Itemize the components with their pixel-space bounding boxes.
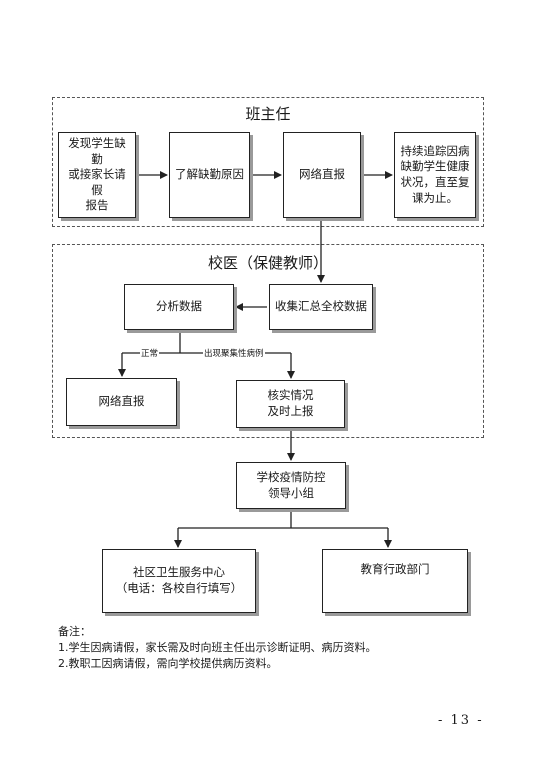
note-item-1: 1.学生因病请假，家长需及时向班主任出示诊断证明、病历资料。	[58, 641, 377, 654]
edge-label-cluster: 出现聚集性病例	[203, 347, 265, 359]
community-center-box: 社区卫生服务中心 （电话：各校自行填写）	[102, 549, 256, 613]
analyze-data-box: 分析数据	[124, 284, 234, 330]
notes-heading: 备注：	[58, 625, 91, 638]
online-report-box-1: 网络直报	[283, 132, 361, 218]
track-health-box: 持续追踪因病 缺勤学生健康 状况，直至复 课为止。	[394, 132, 476, 218]
class-teacher-group-title: 班主任	[245, 105, 291, 123]
edge-label-normal: 正常	[140, 347, 160, 359]
page-number: - 13 -	[438, 713, 484, 728]
understand-reason-box: 了解缺勤原因	[169, 132, 250, 218]
class-teacher-group	[52, 97, 484, 227]
verify-report-box: 核实情况 及时上报	[236, 380, 345, 428]
online-report-box-2: 网络直报	[66, 378, 177, 426]
leading-group-box: 学校疫情防控 领导小组	[236, 462, 346, 509]
school-doctor-group-title: 校医（保健教师）	[207, 254, 328, 272]
notes-section: 备注： 1.学生因病请假，家长需及时向班主任出示诊断证明、病历资料。 2.教职工…	[58, 624, 377, 672]
school-doctor-group	[52, 244, 484, 438]
education-dept-box: 教育行政部门	[322, 549, 468, 613]
collect-data-box: 收集汇总全校数据	[269, 284, 373, 330]
report-absence-box: 发现学生缺勤 或接家长请假 报告	[58, 132, 136, 218]
note-item-2: 2.教职工因病请假，需向学校提供病历资料。	[58, 657, 278, 670]
